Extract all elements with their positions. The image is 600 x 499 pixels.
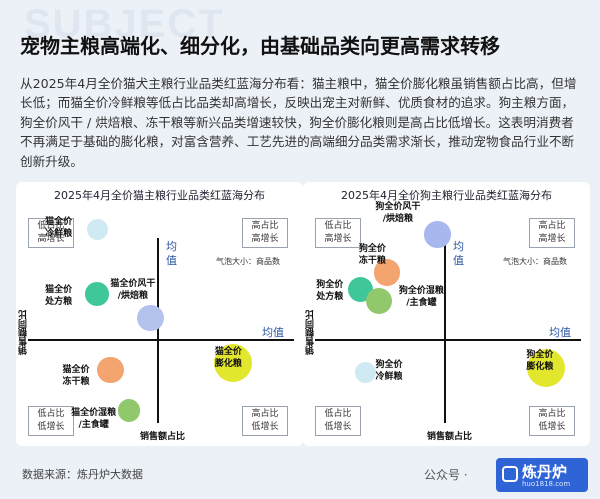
bubble-label-line: 猫全价风干 <box>110 278 156 289</box>
dog-x-axis-label: 销售额占比 <box>427 432 473 442</box>
dog-horizontal-mean-label: 均值 <box>549 326 571 339</box>
bubble-label: 猫全价冷鲜粮 <box>45 216 72 240</box>
quadrant-label: 高占比 <box>251 409 279 419</box>
bubble-point <box>137 304 164 331</box>
cat-bubble-size-legend: 气泡大小：商品数 <box>216 257 280 266</box>
cat-x-mean-line <box>28 339 294 341</box>
bubble-label-line: 狗全价风干 <box>375 201 421 212</box>
dog-y-axis-label: 销售额同比 <box>306 310 316 355</box>
bubble-label-line: 处方粮 <box>45 297 73 308</box>
cat-quadrant-top-left: 低占比 高增长 <box>28 218 74 248</box>
bubble-point <box>213 344 252 383</box>
quadrant-label: 低占比 <box>324 409 352 419</box>
dog-quadrant-bottom-right: 高占比 低增长 <box>529 406 575 436</box>
bubble-label-line: /烘焙粮 <box>382 213 414 224</box>
cat-x-axis-label: 销售额占比 <box>140 432 186 442</box>
bubble-label: 猫全价膨化粮 <box>215 346 242 370</box>
description-paragraph: 从2025年4月全价猫犬主粮行业品类红蓝海分布看：猫主粮中，猫全价膨化粮虽销售额… <box>20 76 577 169</box>
cat-y-axis-label: 销售额同比 <box>19 310 29 355</box>
dog-y-mean-line <box>444 238 446 423</box>
bubble-label-line: /主食罐 <box>78 419 109 430</box>
bubble-label: 猫全价处方粮 <box>45 284 72 308</box>
bubble-label-line: 猫全价湿粮 <box>71 407 117 418</box>
bubble-label: 狗全价风干/烘焙粮 <box>375 201 420 225</box>
bubble-label-line: 狗全价 <box>316 280 344 291</box>
bubble-label-line: 狗全价 <box>526 349 554 360</box>
bubble-label: 猫全价冻干粮 <box>62 364 89 388</box>
page-title: 宠物主粮高端化、细分化，由基础品类向更高需求转移 <box>20 34 500 58</box>
cat-quadrant-bottom-left: 低占比 低增长 <box>28 406 74 436</box>
dog-x-mean-line <box>315 339 581 341</box>
quadrant-label: 高增长 <box>37 234 65 244</box>
bubble-label-line: 狗全价 <box>358 243 386 254</box>
bubble-point <box>85 282 109 306</box>
wechat-account-label: 公众号 · <box>424 468 468 482</box>
bubble-label-line: 猫全价 <box>45 285 73 296</box>
bubble-label-line: 猫全价 <box>214 347 242 358</box>
bubble-point <box>354 362 377 384</box>
bubble-label: 狗全价湿粮/主食罐 <box>399 285 444 309</box>
dog-bubble-size-legend: 气泡大小：商品数 <box>503 257 567 266</box>
bubble-label: 狗全价冻干粮 <box>359 243 386 267</box>
quadrant-label: 高增长 <box>251 234 279 244</box>
quadrant-label: 低占比 <box>324 221 352 231</box>
bubble-label-line: /烘焙粮 <box>117 290 149 301</box>
quadrant-label: 低增长 <box>251 422 279 432</box>
bubble-label: 猫全价风干/烘焙粮 <box>110 278 155 302</box>
bubble-label-line: 冷鲜粮 <box>45 228 73 239</box>
bubble-label: 猫全价湿粮/主食罐 <box>71 407 116 431</box>
data-source: 数据来源：炼丹炉大数据 <box>22 468 143 481</box>
bubble-label-line: 膨化粮 <box>214 359 242 370</box>
dog-quadrant-top-left: 低占比 高增长 <box>315 218 361 248</box>
bubble-point <box>424 221 451 248</box>
bubble-label-line: 狗全价 <box>375 359 403 370</box>
cat-quadrant-top-right: 高占比 高增长 <box>242 218 288 248</box>
brand-logo: 炼丹炉 huo1818.com <box>496 458 588 492</box>
bubble-label-line: 猫全价 <box>45 216 73 227</box>
bubble-label: 狗全价处方粮 <box>316 279 343 303</box>
furnace-icon <box>502 466 518 482</box>
quadrant-label: 高占比 <box>538 221 566 231</box>
cat-chart-title: 2025年4月全价猫主粮行业品类红蓝海分布 <box>54 189 265 202</box>
bubble-label-line: 冻干粮 <box>62 377 90 388</box>
bubble-point <box>527 348 566 387</box>
bubble-label-line: 冷鲜粮 <box>375 371 403 382</box>
bubble-label: 狗全价冷鲜粮 <box>376 359 403 383</box>
bubble-label: 狗全价膨化粮 <box>526 349 553 373</box>
quadrant-label: 高增长 <box>538 234 566 244</box>
quadrant-label: 高占比 <box>538 409 566 419</box>
bubble-point <box>97 357 124 384</box>
bubble-point <box>365 288 392 315</box>
bubble-label-line: /主食罐 <box>406 298 437 309</box>
quadrant-label: 低增长 <box>324 422 352 432</box>
cat-chart-panel: 2025年4月全价猫主粮行业品类红蓝海分布 低占比 高增长 高占比 高增长 低占… <box>16 182 303 446</box>
cat-horizontal-mean-label: 均值 <box>262 326 284 339</box>
brand-logo-text: 炼丹炉 <box>522 463 568 481</box>
background-watermark: SUBJECT <box>24 2 225 46</box>
bubble-point <box>86 219 108 241</box>
bubble-point <box>373 259 400 286</box>
quadrant-label: 低占比 <box>37 221 65 231</box>
cat-vertical-mean-label: 均值 <box>166 240 177 267</box>
quadrant-label: 高占比 <box>251 221 279 231</box>
dog-quadrant-top-right: 高占比 高增长 <box>529 218 575 248</box>
dog-quadrant-bottom-left: 低占比 低增长 <box>315 406 361 436</box>
cat-y-mean-line <box>157 238 159 423</box>
brand-logo-url: huo1818.com <box>522 480 571 488</box>
dog-chart-title: 2025年4月全价狗主粮行业品类红蓝海分布 <box>341 189 552 202</box>
bubble-label-line: 冻干粮 <box>358 255 386 266</box>
dog-chart-panel: 2025年4月全价狗主粮行业品类红蓝海分布 低占比 高增长 高占比 高增长 低占… <box>303 182 590 446</box>
bubble-point <box>117 399 141 422</box>
quadrant-label: 低增长 <box>538 422 566 432</box>
bubble-label-line: 膨化粮 <box>526 361 554 372</box>
bubble-label-line: 处方粮 <box>316 292 344 303</box>
bubble-label-line: 猫全价 <box>62 365 90 376</box>
bubble-label-line: 狗全价湿粮 <box>398 286 444 297</box>
cat-quadrant-bottom-right: 高占比 低增长 <box>242 406 288 436</box>
dog-vertical-mean-label: 均值 <box>453 240 464 267</box>
quadrant-label: 低占比 <box>37 409 65 419</box>
quadrant-label: 高增长 <box>324 234 352 244</box>
quadrant-label: 低增长 <box>37 422 65 432</box>
